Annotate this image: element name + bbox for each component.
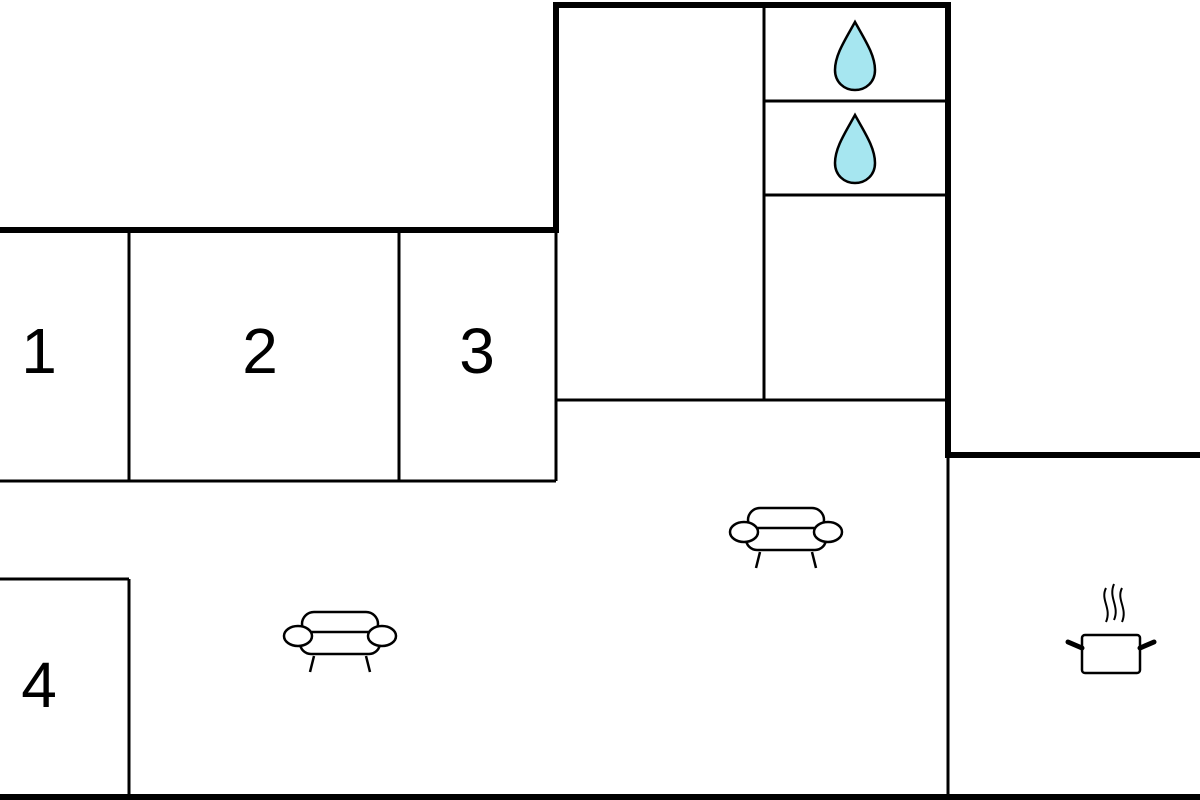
water-drop-icon [833,19,877,92]
cooking-pot-icon [1065,583,1157,675]
water-drop-icon [833,112,877,185]
armchair-icon [728,506,844,569]
interior-walls [0,5,950,797]
room-label-1: 1 [21,315,57,387]
room-label-2: 2 [242,315,278,387]
armchair-icon [282,610,398,673]
room-label-4: 4 [21,649,57,721]
room-label-3: 3 [459,315,495,387]
